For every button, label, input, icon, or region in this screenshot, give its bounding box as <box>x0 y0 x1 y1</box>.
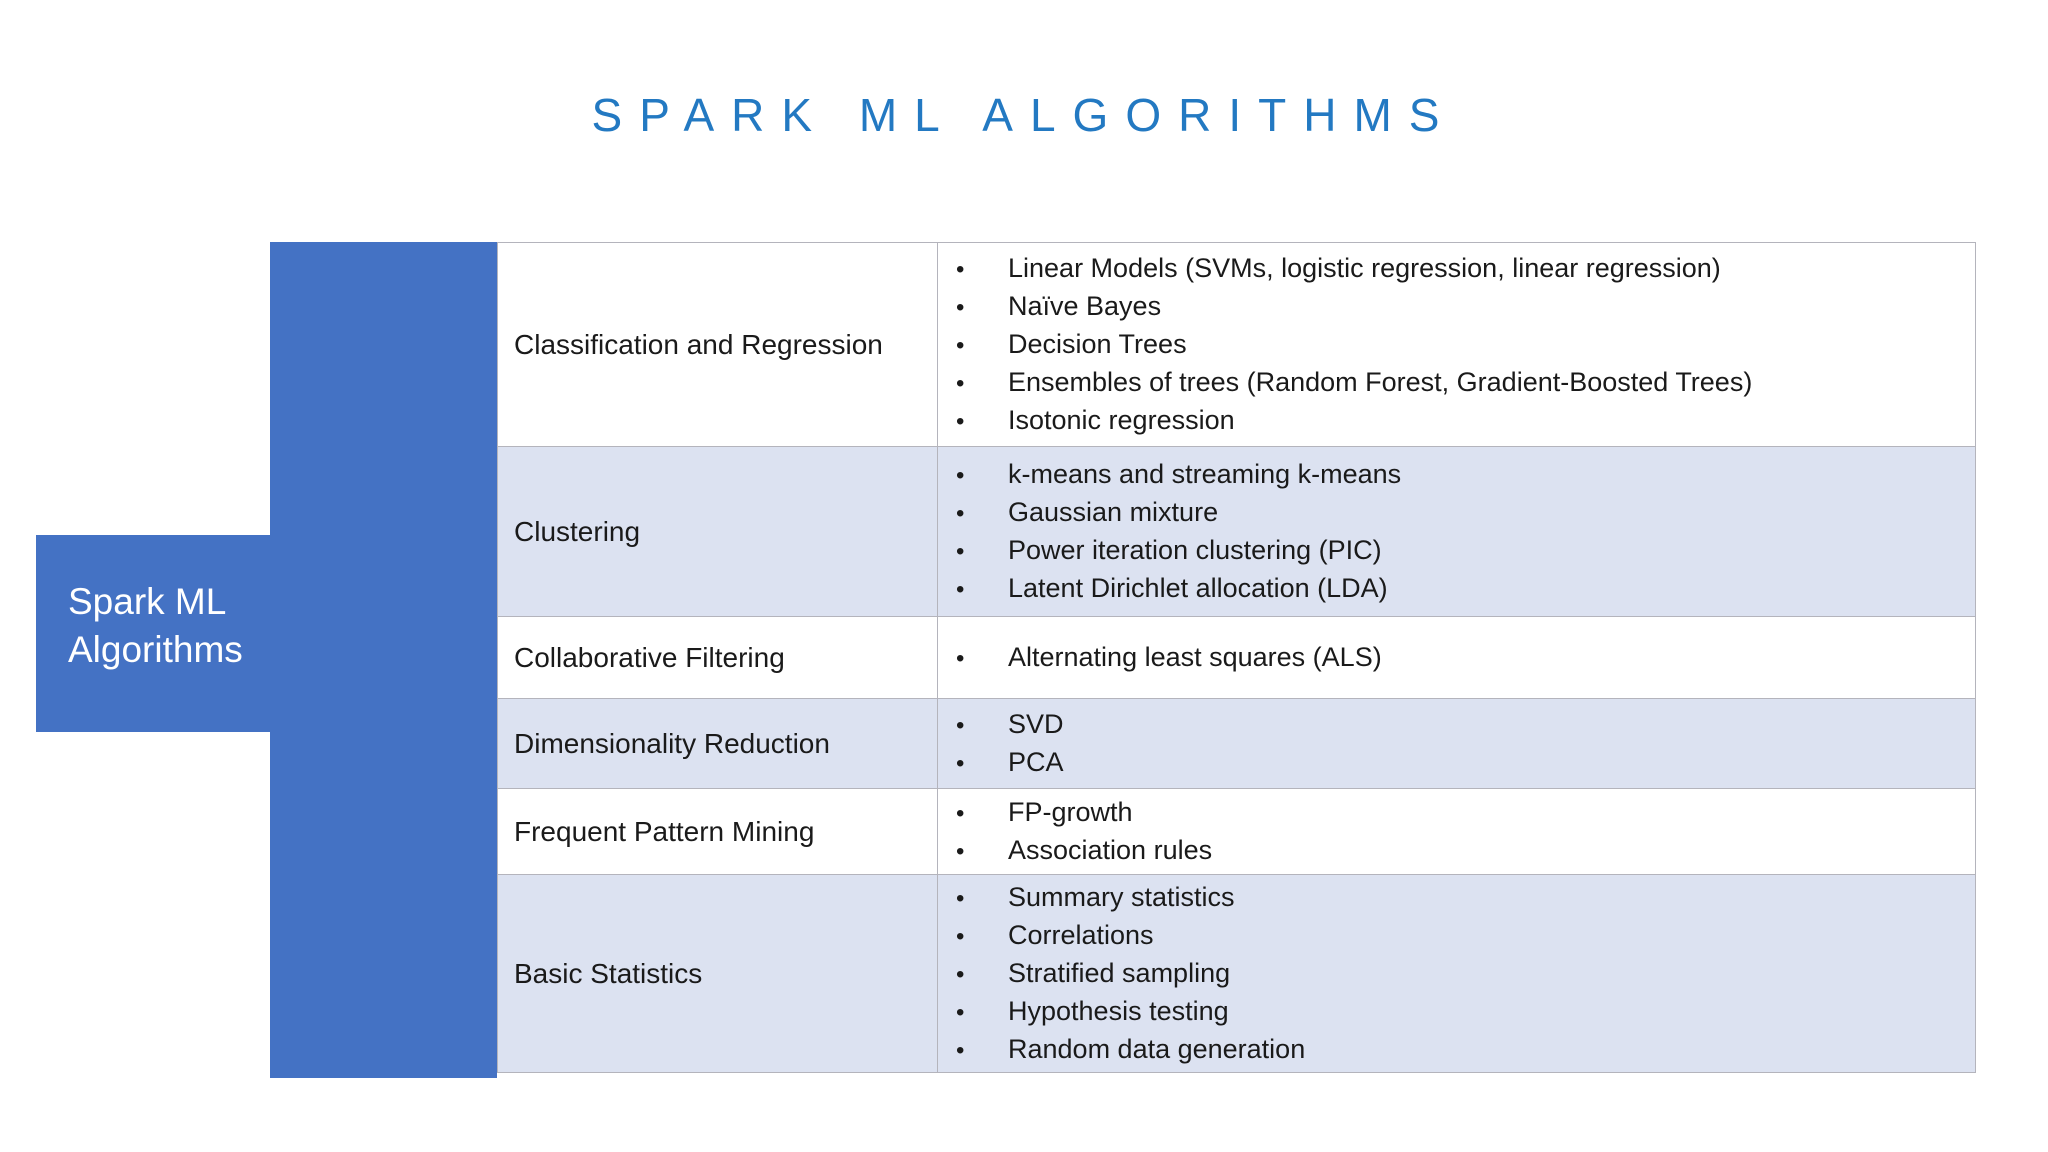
list-item-label: Latent Dirichlet allocation (LDA) <box>1008 572 1388 603</box>
bullet-icon: • <box>956 369 965 397</box>
bullet-icon: • <box>956 575 965 603</box>
list-item-label: Linear Models (SVMs, logistic regression… <box>1008 252 1721 283</box>
bullet-icon: • <box>956 799 965 827</box>
category-cell: Frequent Pattern Mining <box>498 789 938 874</box>
bullet-icon: • <box>956 960 965 988</box>
list-item: • k-means and streaming k-means <box>956 456 1961 494</box>
category-cell: Classification and Regression <box>498 243 938 446</box>
list-item-label: Correlations <box>1008 919 1154 950</box>
bullet-icon: • <box>956 749 965 777</box>
list-item-label: FP-growth <box>1008 796 1133 827</box>
items-cell: • Alternating least squares (ALS) <box>938 617 1975 698</box>
bullet-icon: • <box>956 1036 965 1064</box>
list-item: • Naïve Bayes <box>956 288 1961 326</box>
list-item: • Decision Trees <box>956 326 1961 364</box>
list-item: • Latent Dirichlet allocation (LDA) <box>956 570 1961 608</box>
items-cell: • Linear Models (SVMs, logistic regressio… <box>938 243 1975 446</box>
table-row: Clustering • k-means and streaming k-means… <box>498 447 1975 617</box>
items-cell: • Summary statistics • Correlations • Stratif… <box>938 875 1975 1072</box>
list-item-label: k-means and streaming k-means <box>1008 458 1402 489</box>
bullet-icon: • <box>956 331 965 359</box>
list-item-label: Gaussian mixture <box>1008 496 1219 527</box>
list-item-label: SVD <box>1008 708 1064 739</box>
list-item: • Linear Models (SVMs, logistic regressio… <box>956 250 1961 288</box>
list-item-label: Naïve Bayes <box>1008 290 1162 321</box>
table-row: Dimensionality Reduction • SVD • PCA <box>498 699 1975 789</box>
list-item: • Hypothesis testing <box>956 993 1961 1031</box>
arrow-label: Spark ML Algorithms <box>68 581 243 670</box>
list-item-label: Isotonic regression <box>1008 404 1235 435</box>
items-cell: • FP-growth • Association rules <box>938 789 1975 874</box>
bullet-icon: • <box>956 998 965 1026</box>
list-item-label: Decision Trees <box>1008 328 1187 359</box>
list-item: • Stratified sampling <box>956 955 1961 993</box>
list-item-label: Summary statistics <box>1008 881 1235 912</box>
items-cell: • SVD • PCA <box>938 699 1975 788</box>
table-row: Classification and Regression • Linear Mod… <box>498 243 1975 447</box>
list-item: • Summary statistics <box>956 879 1961 917</box>
bullet-icon: • <box>956 407 965 435</box>
bullet-icon: • <box>956 293 965 321</box>
category-cell: Collaborative Filtering <box>498 617 938 698</box>
bullet-icon: • <box>956 922 965 950</box>
items-cell: • k-means and streaming k-means • Gaussian … <box>938 447 1975 616</box>
list-item-label: Association rules <box>1008 834 1213 865</box>
list-item-label: Hypothesis testing <box>1008 995 1229 1026</box>
table-row: Frequent Pattern Mining • FP-growth • Associ… <box>498 789 1975 875</box>
page-title: SPARK ML ALGORITHMS <box>591 89 1457 141</box>
category-cell: Clustering <box>498 447 938 616</box>
list-item: • Alternating least squares (ALS) <box>956 639 1961 677</box>
bullet-icon: • <box>956 255 965 283</box>
list-item: • FP-growth <box>956 794 1961 832</box>
bullet-icon: • <box>956 537 965 565</box>
table-row: Collaborative Filtering • Alternating leas… <box>498 617 1975 699</box>
list-item: • Random data generation <box>956 1031 1961 1069</box>
list-item: • Correlations <box>956 917 1961 955</box>
bullet-icon: • <box>956 837 965 865</box>
bullet-icon: • <box>956 644 965 672</box>
list-item-label: Random data generation <box>1008 1033 1306 1064</box>
list-item: • Ensembles of trees (Random Forest, Grad… <box>956 364 1961 402</box>
bullet-icon: • <box>956 461 965 489</box>
list-item-label: Stratified sampling <box>1008 957 1231 988</box>
list-item-label: Power iteration clustering (PIC) <box>1008 534 1382 565</box>
bullet-icon: • <box>956 884 965 912</box>
bullet-icon: • <box>956 711 965 739</box>
list-item: • Isotonic regression <box>956 402 1961 440</box>
list-item-label: Alternating least squares (ALS) <box>1008 641 1382 672</box>
list-item-label: Ensembles of trees (Random Forest, Gradi… <box>1008 366 1753 397</box>
list-item: • Association rules <box>956 832 1961 870</box>
algorithms-table: Classification and Regression • Linear Mod… <box>497 242 1976 1073</box>
category-cell: Dimensionality Reduction <box>498 699 938 788</box>
list-item: • SVD <box>956 706 1961 744</box>
list-item: • Gaussian mixture <box>956 494 1961 532</box>
list-item: • Power iteration clustering (PIC) <box>956 532 1961 570</box>
table-row: Basic Statistics • Summary statistics • Corr… <box>498 875 1975 1072</box>
category-cell: Basic Statistics <box>498 875 938 1072</box>
bullet-icon: • <box>956 499 965 527</box>
list-item: • PCA <box>956 744 1961 782</box>
list-item-label: PCA <box>1008 746 1064 777</box>
